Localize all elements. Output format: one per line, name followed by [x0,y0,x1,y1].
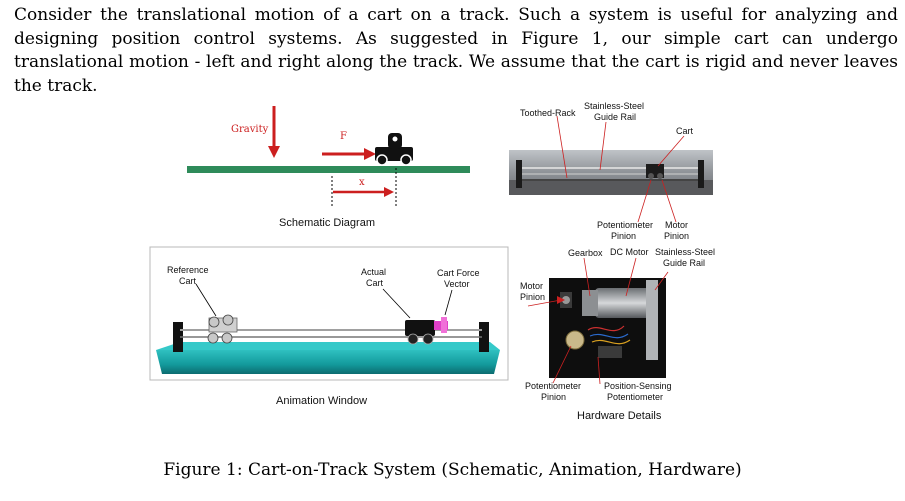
actual-cart-label-2: Cart [366,278,384,288]
cart-label: Cart [676,126,694,136]
gearbox-label: Gearbox [568,248,603,258]
reference-cart-label-1: Reference [167,265,209,275]
force-vector-label-1: Cart Force [437,268,480,278]
reference-cart-label-2: Cart [179,276,197,286]
detail-guide-rail-label-2: Guide Rail [663,258,706,268]
guide-rail-label-1: Stainless-Steel [584,101,645,111]
detail-motor-pinion-label-2: Pinion [520,292,546,302]
detail-motor-pinion-label-1: Motor [520,281,544,291]
pot-pinion-label-1: Potentiometer [597,220,654,230]
detail-pot-pinion-label-2: Pinion [541,392,567,402]
pot-pinion-label-2: Pinion [611,231,637,241]
motor-pinion-label-2: Pinion [664,231,690,241]
detail-pot-pinion-label-1: Potentiometer [525,381,582,391]
position-sensing-pot-label-2: Potentiometer [607,392,664,402]
guide-rail-label-2: Guide Rail [594,112,637,122]
detail-guide-rail-label-1: Stainless-Steel [655,247,716,257]
figure-caption: Figure 1: Cart-on-Track System (Schemati… [163,460,742,480]
schematic-caption: Schematic Diagram [279,217,375,229]
actual-cart-label-1: Actual [361,267,387,277]
hardware-caption: Hardware Details [577,410,662,422]
toothed-rack-label: Toothed-Rack [520,108,576,118]
intro-paragraph: Consider the translational motion of a c… [14,5,898,96]
animation-caption: Animation Window [276,395,368,407]
gravity-label: Gravity [231,124,269,135]
x-label: x [359,177,365,188]
position-sensing-pot-label-1: Position-Sensing [604,381,672,391]
force-label: F [340,131,347,142]
force-vector-label-2: Vector [444,279,470,289]
motor-pinion-label-1: Motor [665,220,689,230]
dc-motor-label: DC Motor [610,247,649,257]
